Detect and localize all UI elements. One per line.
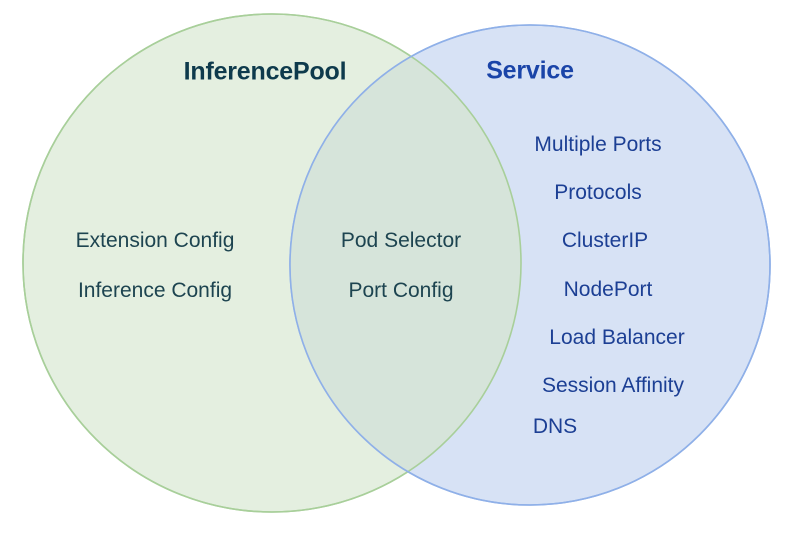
service-item-session-affinity: Session Affinity [541, 373, 685, 397]
service-title: Service [486, 56, 574, 85]
inferencepool-item-extension-config: Extension Config [75, 228, 235, 252]
circle-service-outline [289, 24, 771, 506]
service-item-multiple-ports: Multiple Ports [534, 132, 662, 156]
service-item-clusterip: ClusterIP [561, 228, 649, 252]
service-item-protocols: Protocols [554, 180, 642, 204]
service-item-dns: DNS [532, 414, 578, 438]
circle-inferencepool-outline [22, 13, 522, 513]
intersection-item-pod-selector: Pod Selector [340, 228, 462, 252]
inferencepool-title: InferencePool [183, 57, 347, 86]
service-item-load-balancer: Load Balancer [549, 325, 685, 349]
intersection-fill [290, 25, 521, 505]
circle-intersection-region [290, 25, 521, 505]
service-item-nodeport: NodePort [563, 277, 653, 301]
intersection-item-port-config: Port Config [348, 278, 454, 302]
inferencepool-item-inference-config: Inference Config [77, 278, 233, 302]
